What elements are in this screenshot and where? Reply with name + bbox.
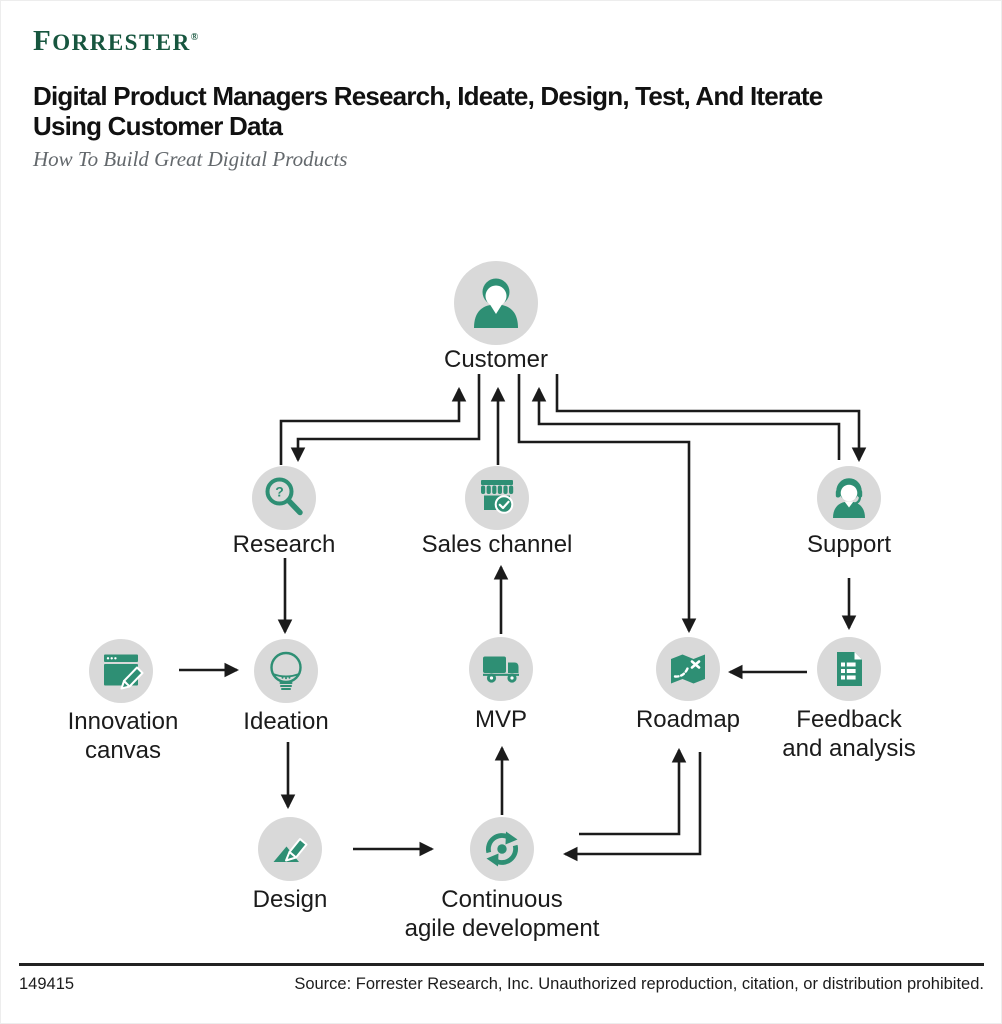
magnifier-question-icon: ?: [265, 477, 303, 516]
arrow-customer-to-research: [290, 374, 481, 463]
node-ideation: [254, 639, 318, 703]
label-feedback: Feedback and analysis: [782, 706, 916, 762]
registered-mark: ®: [190, 32, 199, 43]
pen-drafting-icon: [273, 838, 308, 862]
forrester-logo: FORRESTER®: [33, 25, 199, 57]
storefront-check-icon: [481, 480, 514, 514]
headset-agent-icon: [833, 478, 865, 518]
document-list-icon: [837, 652, 862, 686]
page-title: Digital Product Managers Research, Ideat…: [33, 81, 993, 141]
title-line1: Digital Product Managers Research, Ideat…: [33, 81, 823, 111]
map-route-icon: [671, 654, 705, 684]
logo-text: F: [33, 25, 53, 57]
source-note: Source: Forrester Research, Inc. Unautho…: [294, 975, 984, 993]
label-sales-channel: Sales channel: [421, 531, 573, 558]
arrow-customer-to-roadmap: [517, 374, 697, 634]
label-mvp: MVP: [474, 706, 528, 733]
arrow-research-to-customer: [279, 386, 467, 465]
label-ideation: Ideation: [243, 708, 329, 735]
lightbulb-icon: [270, 651, 302, 690]
document-number: 149415: [19, 975, 75, 993]
label-customer: Customer: [443, 346, 549, 373]
page-subtitle: How To Build Great Digital Products: [33, 147, 348, 171]
node-design: [258, 817, 322, 881]
label-innovation-canvas: Innovation canvas: [67, 708, 179, 764]
sync-arrows-icon: [485, 831, 519, 867]
canvas-pencil-icon: [104, 654, 144, 690]
label-research: Research: [232, 531, 336, 558]
label-cad: Continuous agile development: [404, 886, 600, 942]
label-support: Support: [806, 531, 892, 558]
arrow-cad-to-roadmap: [579, 747, 687, 836]
person-icon: [474, 278, 518, 328]
title-line2: Using Customer Data: [33, 111, 283, 141]
label-roadmap: Roadmap: [635, 706, 741, 733]
delivery-truck-icon: [483, 656, 519, 683]
node-research: [252, 466, 316, 530]
label-design: Design: [252, 886, 328, 913]
svg-text:?: ?: [275, 484, 284, 500]
arrow-support-to-customer: [531, 386, 841, 460]
arrow-customer-to-support: [555, 374, 867, 463]
arrow-roadmap-to-cad: [562, 752, 702, 862]
footer: 149415 Source: Forrester Research, Inc. …: [19, 963, 984, 994]
